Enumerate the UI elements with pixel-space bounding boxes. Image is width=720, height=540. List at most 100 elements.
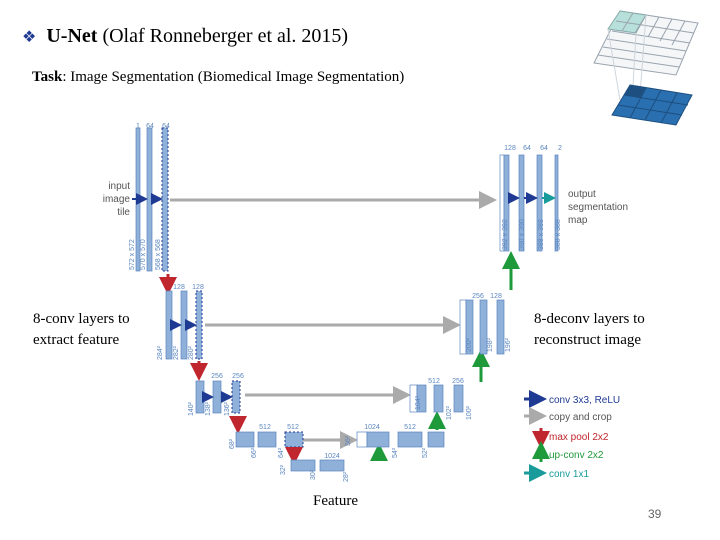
size-label: 282² — [173, 345, 180, 360]
page-number: 39 — [648, 507, 662, 521]
encoder-annotation-line: 8-conv layers to — [33, 311, 130, 327]
size-label: 30² — [310, 469, 317, 480]
legend-item: copy and crop — [549, 412, 612, 423]
bottleneck-level5: 1024 32² 30² 28² — [280, 453, 350, 482]
feature-map-bar — [465, 299, 474, 355]
size-label: 102² — [446, 405, 453, 420]
size-label: 140² — [188, 401, 195, 416]
size-label: 100² — [466, 405, 473, 420]
size-label: 388 x 388 — [555, 219, 562, 250]
feature-map-bar — [319, 459, 345, 472]
feature-map-bar — [212, 380, 222, 414]
size-label: 196² — [505, 337, 512, 352]
task-line: Task: Image Segmentation (Biomedical Ima… — [32, 69, 404, 86]
channel-label: 128 — [192, 284, 204, 291]
feature-map-bar — [416, 384, 427, 413]
channel-label: 2 — [558, 145, 562, 152]
size-label: 54² — [392, 447, 399, 458]
output-label: map — [568, 215, 588, 226]
channel-label: 256 — [452, 378, 464, 385]
encoder-level4: 512 512 68² 66² 64² — [229, 424, 304, 458]
decoder-level3: 512 256 104² 102² 100² — [409, 378, 473, 420]
decoder-level1: 128 64 64 2 392 x 392 390 x 390 388 x 38… — [499, 145, 628, 252]
channel-label: 64 — [162, 123, 170, 130]
size-label: 56² — [345, 435, 352, 446]
channel-label: 256 — [211, 373, 223, 380]
decoder-level2: 256 128 200² 198² 196² — [459, 293, 512, 355]
size-label: 572 x 572 — [129, 239, 136, 270]
encoder-annotation: 8-conv layers to extract feature — [33, 309, 130, 351]
legend-item: conv 1x1 — [549, 469, 589, 480]
decoder-level4: 1024 512 56² 54² 52² — [345, 424, 445, 458]
size-label: 284² — [157, 345, 164, 360]
channel-label: 64 — [523, 145, 531, 152]
feature-map-bar — [366, 431, 390, 448]
feature-map-bar — [195, 290, 203, 360]
legend-item: conv 3x3, ReLU — [549, 395, 620, 406]
feature-map-bar — [235, 431, 255, 448]
feature-map-bar — [453, 384, 464, 413]
feature-map-bar — [290, 459, 316, 472]
size-label: 52² — [422, 447, 429, 458]
input-label: tile — [117, 207, 130, 218]
size-label: 28² — [343, 471, 350, 482]
feature-map-bar — [479, 299, 488, 355]
channel-label: 64 — [146, 123, 154, 130]
channel-label: 512 — [404, 424, 416, 431]
channel-label: 128 — [173, 284, 185, 291]
task-label: Task — [32, 69, 63, 85]
feature-map-bar — [356, 431, 368, 448]
title-model-name: U-Net — [46, 25, 98, 47]
feature-map-bar — [165, 290, 173, 360]
feature-map-bar — [231, 380, 241, 414]
feature-map-bar — [496, 299, 505, 355]
size-label: 198² — [487, 337, 494, 352]
task-text: : Image Segmentation (Biomedical Image S… — [62, 69, 405, 85]
decoder-annotation: 8-deconv layers to reconstruct image — [534, 309, 645, 351]
encoder-level2: 128 128 284² 282² 280² — [157, 284, 204, 360]
size-label: 136² — [224, 401, 231, 416]
legend-item: max pool 2x2 — [549, 432, 609, 443]
feature-map-bar — [146, 127, 153, 272]
channel-label: 512 — [428, 378, 440, 385]
size-label: 138² — [205, 401, 212, 416]
channel-label: 512 — [259, 424, 271, 431]
output-label: output — [568, 189, 596, 200]
feature-map-bar — [433, 384, 444, 413]
size-label: 392 x 392 — [502, 219, 509, 250]
channel-label: 64 — [540, 145, 548, 152]
legend-item: up-conv 2x2 — [549, 450, 604, 461]
feature-map-bar — [397, 431, 423, 448]
feature-map-bar — [180, 290, 188, 360]
channel-label: 256 — [472, 293, 484, 300]
decoder-annotation-line: reconstruct image — [534, 332, 642, 348]
title-citation: (Olaf Ronneberger et al. 2015) — [97, 25, 349, 47]
channel-label: 512 — [287, 424, 299, 431]
channel-label: 256 — [232, 373, 244, 380]
slide-title: ❖ U-Net (Olaf Ronneberger et al. 2015) — [22, 25, 348, 48]
size-label: 66² — [251, 447, 258, 458]
output-label: segmentation — [568, 202, 628, 213]
channel-label: 128 — [490, 293, 502, 300]
input-label: image — [103, 194, 131, 205]
size-label: 390 x 390 — [519, 219, 526, 250]
channel-label: 128 — [504, 145, 516, 152]
channel-label: 1 — [136, 123, 140, 130]
channel-label: 1024 — [364, 424, 380, 431]
feature-map-bar — [195, 380, 205, 414]
input-label: input — [108, 181, 130, 192]
size-label: 64² — [278, 447, 285, 458]
feature-map-bar — [284, 431, 304, 448]
input-grid — [593, 10, 699, 76]
legend: conv 3x3, ReLU copy and crop max pool 2x… — [524, 390, 620, 482]
encoder-annotation-line: extract feature — [33, 332, 120, 348]
size-label: 104² — [415, 395, 422, 410]
feature-map-bar — [161, 127, 169, 272]
channel-label: 1024 — [324, 453, 340, 460]
convolution-grid-illustration — [593, 10, 699, 126]
diamond-bullet-icon: ❖ — [22, 27, 37, 46]
size-label: 570 x 570 — [140, 239, 147, 270]
feature-map-bar — [257, 431, 277, 448]
output-grid — [611, 84, 693, 126]
